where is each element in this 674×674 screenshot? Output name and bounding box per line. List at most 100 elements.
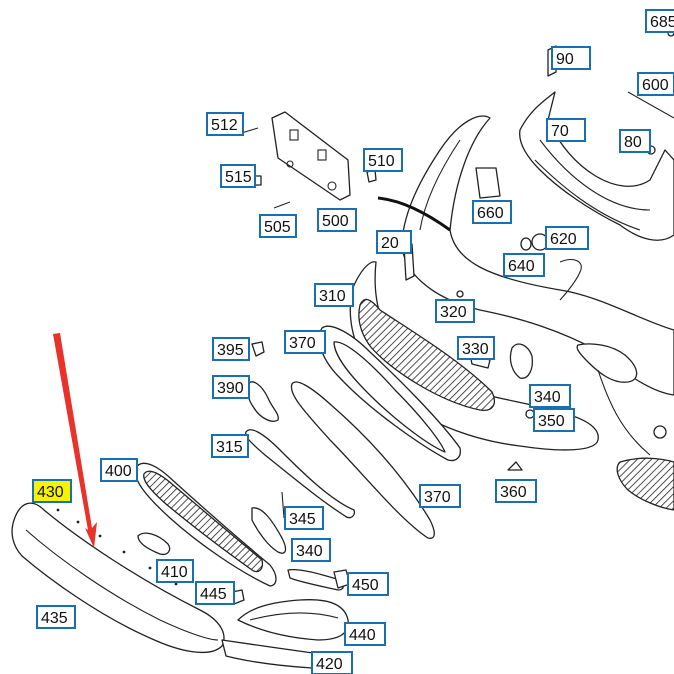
callout-box (317, 208, 357, 232)
callout-number: 510 (368, 153, 395, 170)
callout-number: 410 (161, 564, 188, 581)
callout-box (311, 651, 353, 674)
callout-box (457, 336, 495, 360)
callout-80: 80 (619, 129, 651, 153)
callout-number: 515 (225, 169, 252, 186)
callout-400: 400 (100, 458, 138, 482)
callout-395: 395 (212, 337, 250, 361)
callout-box (220, 164, 256, 188)
callout-number: 370 (424, 489, 451, 506)
lower-lip-spoiler (11, 502, 325, 669)
callout-505: 505 (259, 214, 297, 238)
callout-660: 660 (472, 200, 512, 224)
callout-435: 435 (36, 605, 76, 629)
callout-box (546, 118, 586, 142)
callout-500: 500 (317, 208, 357, 232)
callout-box (533, 408, 575, 432)
callout-number: 445 (200, 586, 227, 603)
callout-number: 370 (289, 335, 316, 352)
callout-box (212, 375, 250, 399)
callout-number: 450 (352, 577, 379, 594)
callout-70: 70 (546, 118, 586, 142)
callout-320: 320 (435, 299, 475, 323)
callout-450: 450 (347, 572, 389, 596)
callout-number: 435 (41, 610, 68, 627)
callout-labels: 685 90 600 70 80 512 510 515 505 500 660 20 620 640 31… (32, 9, 674, 674)
callout-box (363, 148, 403, 172)
callout-315: 315 (211, 434, 249, 458)
callout-number: 350 (538, 413, 565, 430)
callout-box (529, 384, 571, 408)
callout-number: 70 (551, 123, 569, 140)
callout-box (32, 479, 72, 503)
callout-box (314, 283, 354, 307)
callout-600: 600 (637, 72, 674, 96)
callout-number: 315 (216, 439, 243, 456)
callout-number: 340 (296, 543, 323, 560)
callout-360: 360 (495, 479, 537, 503)
callout-box (156, 559, 194, 583)
callout-515: 515 (220, 164, 256, 188)
callout-number: 345 (289, 511, 316, 528)
callout-box (545, 226, 589, 250)
callout-box (503, 253, 545, 277)
callout-90: 90 (551, 46, 591, 70)
callout-number: 660 (477, 205, 504, 222)
callout-number: 400 (105, 463, 132, 480)
callout-number: 340 (534, 389, 561, 406)
callout-685: 685 (645, 9, 674, 33)
callout-440: 440 (344, 622, 386, 646)
callout-420: 420 (311, 651, 353, 674)
callout-number: 330 (462, 341, 489, 358)
callout-number: 390 (217, 380, 244, 397)
callout-box (472, 200, 512, 224)
callout-number: 500 (322, 213, 349, 230)
callout-410: 410 (156, 559, 194, 583)
callout-number: 440 (349, 627, 376, 644)
callout-box (495, 479, 537, 503)
callout-number: 420 (316, 656, 343, 673)
callout-number: 90 (556, 51, 574, 68)
callout-390: 390 (212, 375, 250, 399)
callout-number: 80 (624, 134, 642, 151)
callout-370: 370 (284, 330, 326, 354)
callout-box (36, 605, 76, 629)
callout-number: 685 (650, 14, 674, 31)
callout-370: 370 (419, 484, 461, 508)
callout-box (259, 214, 297, 238)
callout-box (100, 458, 138, 482)
callout-box (344, 622, 386, 646)
callout-box (419, 484, 461, 508)
callout-345: 345 (284, 506, 324, 530)
callout-340: 340 (529, 384, 571, 408)
callout-620: 620 (545, 226, 589, 250)
callout-box (645, 9, 674, 33)
lower-grille-mesh (143, 470, 264, 573)
callout-number: 395 (217, 342, 244, 359)
callout-box (284, 330, 326, 354)
callout-box (637, 72, 674, 96)
callout-number: 430 (37, 484, 64, 501)
license-plate-bracket (271, 111, 351, 201)
upper-grille-mesh (358, 298, 495, 411)
callout-510: 510 (363, 148, 403, 172)
callout-number: 320 (440, 304, 467, 321)
spoiler-clip-dots (56, 508, 178, 586)
callout-number: 505 (264, 219, 291, 236)
callout-330: 330 (457, 336, 495, 360)
callout-number: 620 (550, 231, 577, 248)
callout-box (284, 506, 324, 530)
callout-box (435, 299, 475, 323)
callout-430: 430 (32, 479, 72, 503)
callout-number: 512 (211, 117, 238, 134)
callout-20: 20 (376, 230, 412, 254)
callout-box (206, 112, 244, 136)
callout-350: 350 (533, 408, 575, 432)
callout-box (212, 337, 250, 361)
callout-box (619, 129, 651, 153)
callout-box (347, 572, 389, 596)
callout-box (376, 230, 412, 254)
callout-box (291, 538, 331, 562)
callout-number: 640 (508, 258, 535, 275)
callout-640: 640 (503, 253, 545, 277)
